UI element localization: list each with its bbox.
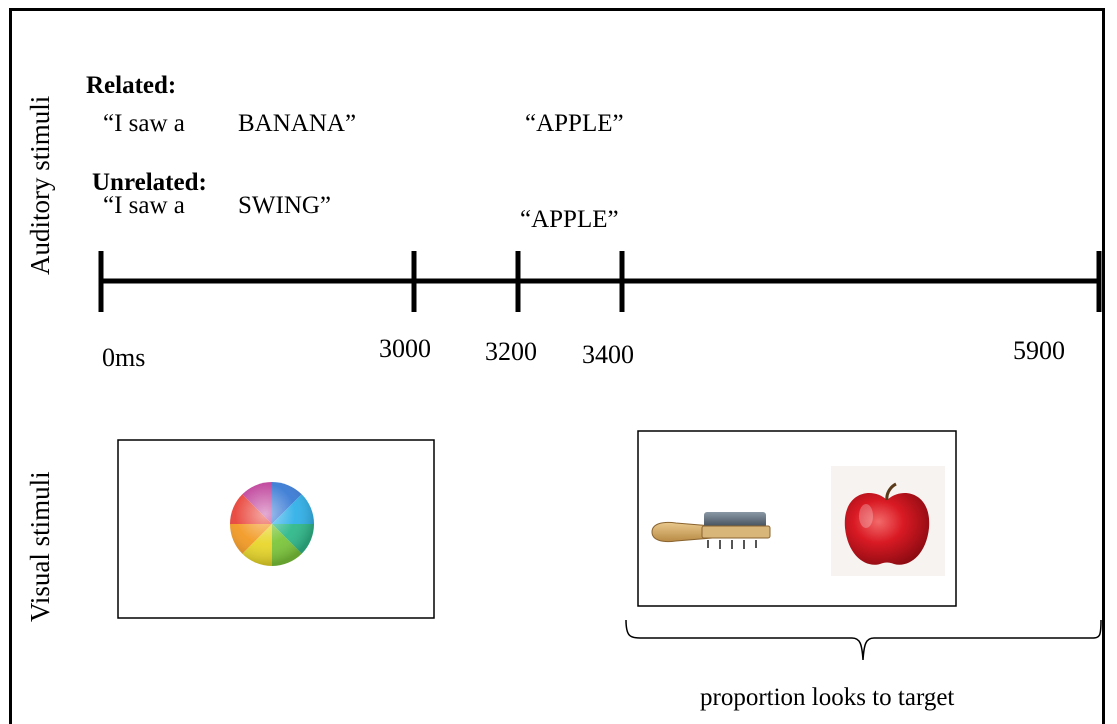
- outer-frame: [9, 8, 1105, 724]
- unrelated-sentence-start: “I saw a: [103, 192, 185, 219]
- apple-icon: [831, 466, 945, 576]
- related-prime-word: BANANA”: [238, 110, 357, 137]
- brush-icon: [651, 512, 771, 549]
- related-sentence-start: “I saw a: [103, 110, 185, 137]
- unrelated-prime-word: SWING”: [238, 192, 332, 219]
- related-heading: Related:: [86, 72, 177, 99]
- tick-label-3400: 3400: [582, 340, 634, 369]
- timeline: [98, 251, 1102, 312]
- unrelated-target-word: “APPLE”: [520, 206, 619, 233]
- tick-label-5900: 5900: [1013, 336, 1065, 365]
- brace-label: proportion looks to target: [700, 684, 955, 711]
- curly-brace: [625, 619, 1102, 661]
- related-target-word: “APPLE”: [525, 110, 624, 137]
- tick-label-0ms: 0ms: [102, 343, 146, 372]
- tick-label-3000: 3000: [379, 334, 431, 363]
- unrelated-heading: Unrelated:: [92, 169, 207, 196]
- spinning-color-wheel-icon: [230, 482, 314, 566]
- tick-label-3200: 3200: [485, 337, 537, 366]
